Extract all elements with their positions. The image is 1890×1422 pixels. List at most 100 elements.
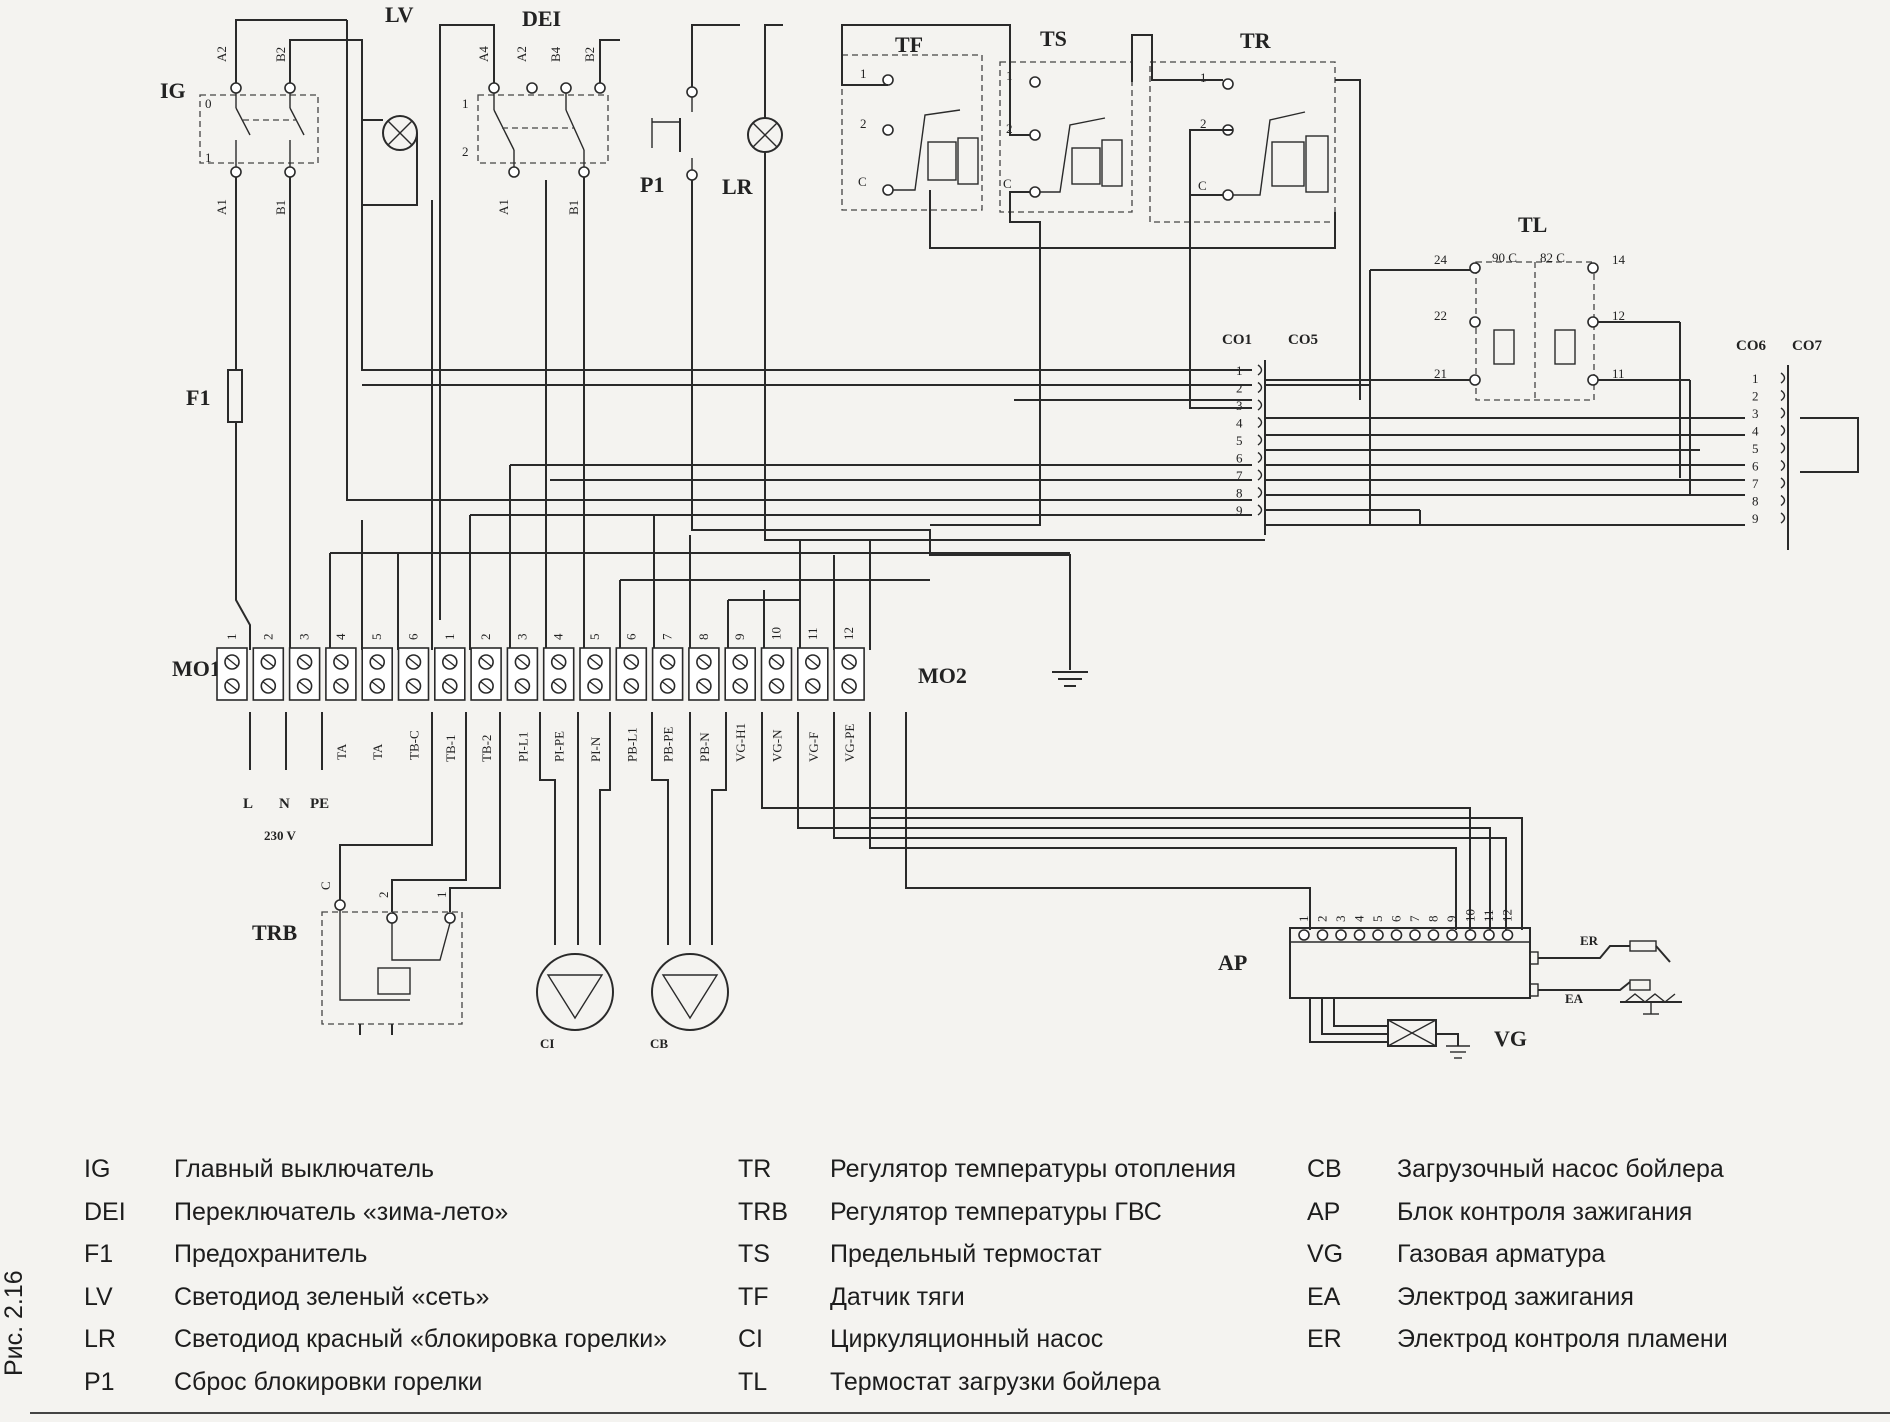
legend-code: LR bbox=[84, 1325, 116, 1353]
screw-slot bbox=[734, 657, 746, 667]
co5-contact bbox=[1257, 364, 1263, 376]
lower-wires bbox=[339, 712, 1523, 945]
tr-pin-1: 1 bbox=[1200, 70, 1207, 85]
co6-pin-3: 3 bbox=[1752, 406, 1759, 421]
legend-description: Предохранитель bbox=[174, 1240, 368, 1268]
dei-pin-2: 2 bbox=[462, 144, 469, 159]
dei-pin-b4: B4 bbox=[548, 46, 563, 62]
p1-reset-button: P1 bbox=[640, 86, 698, 197]
screw-slot bbox=[807, 657, 819, 667]
screw-slot bbox=[480, 657, 492, 667]
tr-pin-c: C bbox=[1198, 178, 1207, 193]
co5-label: CO5 bbox=[1288, 332, 1318, 348]
screw-slot bbox=[698, 657, 710, 667]
supply-pe: PE bbox=[310, 796, 329, 812]
legend-code: DEI bbox=[84, 1197, 126, 1226]
co7-contact bbox=[1780, 512, 1786, 524]
legend-description: Загрузочный насос бойлера bbox=[1397, 1155, 1724, 1183]
screw-slot bbox=[516, 657, 528, 667]
screw-slot bbox=[662, 681, 674, 691]
mo1-number: 2 bbox=[260, 634, 275, 641]
ap-pin-number: 5 bbox=[1370, 916, 1385, 923]
legend-code: TL bbox=[738, 1367, 768, 1396]
legend-code: CB bbox=[1307, 1155, 1342, 1183]
co6-label: CO6 bbox=[1736, 338, 1767, 354]
supply-labels: L N PE 230 V bbox=[243, 712, 329, 843]
ap-pin-number: 1 bbox=[1296, 916, 1311, 923]
co6-pin-4: 4 bbox=[1752, 424, 1759, 439]
dei-pin-b2: B2 bbox=[582, 47, 597, 62]
p1-label: P1 bbox=[640, 172, 664, 197]
screw-slot bbox=[299, 657, 311, 667]
legend-code: P1 bbox=[84, 1367, 115, 1396]
tl-pin-11: 11 bbox=[1612, 366, 1625, 381]
mo2-terminal-label: VG-H1 bbox=[733, 723, 748, 762]
co5-contact bbox=[1257, 486, 1263, 499]
legend-description: Сброс блокировки горелки bbox=[174, 1367, 483, 1396]
mo2-number: 5 bbox=[587, 634, 602, 641]
legend-description: Регулятор температуры отопления bbox=[830, 1155, 1237, 1183]
dei-pin-b1: B1 bbox=[566, 200, 581, 215]
screw-slot bbox=[262, 681, 274, 691]
legend-code: CI bbox=[738, 1325, 763, 1353]
co5-contact bbox=[1257, 416, 1263, 429]
co6-pin-8: 8 bbox=[1752, 494, 1759, 509]
ig-pin-b1: B1 bbox=[273, 200, 288, 215]
co7-contact bbox=[1780, 477, 1786, 489]
screw-slot bbox=[444, 681, 456, 691]
ap-pin-number: 9 bbox=[1444, 916, 1459, 923]
ig-pin-a2: A2 bbox=[214, 46, 229, 62]
mo2-terminal-label: VG-N bbox=[770, 729, 785, 762]
tr-thermostat: TR 1 2 C bbox=[1149, 28, 1336, 223]
ap-pin bbox=[1464, 929, 1477, 941]
mo1-terminal-label: TA bbox=[334, 743, 349, 760]
screw-slot bbox=[771, 681, 782, 691]
mo2-number: 2 bbox=[478, 634, 493, 641]
tl-90c: 90 C bbox=[1492, 250, 1517, 265]
ap-pin bbox=[1446, 929, 1458, 941]
er-label: ER bbox=[1580, 933, 1599, 948]
legend-code: F1 bbox=[84, 1240, 114, 1268]
lr-label: LR bbox=[722, 174, 754, 199]
lr-lamp: LR bbox=[722, 117, 783, 199]
co5-contact bbox=[1257, 381, 1263, 394]
co5-contact bbox=[1257, 399, 1263, 411]
supply-l: L bbox=[243, 796, 253, 812]
mo1-number: 6 bbox=[406, 633, 421, 640]
co6-pin-1: 1 bbox=[1752, 371, 1759, 386]
legend-description: Главный выключатель bbox=[174, 1155, 435, 1183]
mo2-terminal-label: PB-PE bbox=[661, 727, 676, 762]
co1-pin-3: 3 bbox=[1236, 398, 1243, 413]
ap-pin-number: 11 bbox=[1481, 909, 1496, 922]
co6-pin-5: 5 bbox=[1752, 441, 1759, 456]
co1-label: CO1 bbox=[1222, 332, 1252, 348]
ap-pin bbox=[1483, 929, 1495, 941]
co1-pin-9: 9 bbox=[1236, 503, 1243, 518]
ig-pin-b2: B2 bbox=[273, 47, 288, 62]
ap-pin bbox=[1427, 929, 1440, 941]
screw-slot bbox=[371, 681, 383, 691]
trb-pin-2: 2 bbox=[376, 892, 391, 899]
legend-description: Газовая арматура bbox=[1397, 1240, 1606, 1268]
ap-pin bbox=[1501, 929, 1514, 941]
screw-slot bbox=[589, 681, 601, 691]
mo2-terminal-label: PB-N bbox=[697, 732, 712, 762]
tf-pin-c: C bbox=[858, 174, 867, 189]
ig-pin-1: 1 bbox=[205, 150, 212, 165]
ap-label: AP bbox=[1218, 950, 1247, 975]
legend-description: Светодиод красный «блокировка горелки» bbox=[174, 1325, 668, 1353]
cb-label: CB bbox=[650, 1036, 668, 1051]
screw-slot bbox=[553, 681, 565, 691]
ts-thermostat: TS 1 2 C bbox=[999, 26, 1133, 213]
screw-slot bbox=[662, 657, 674, 667]
screw-slot bbox=[698, 681, 710, 691]
legend-code: TF bbox=[738, 1282, 769, 1311]
ci-pump: CI bbox=[536, 953, 614, 1051]
tl-pin-24: 24 bbox=[1434, 252, 1448, 267]
lv-label: LV bbox=[385, 2, 414, 27]
mo2-number: 10 bbox=[769, 627, 784, 640]
co1-pin-5: 5 bbox=[1236, 433, 1243, 448]
connector-co6-co7: CO6 CO7 bbox=[1736, 338, 1823, 550]
mo2-terminal-label: VG-PE bbox=[842, 724, 857, 762]
